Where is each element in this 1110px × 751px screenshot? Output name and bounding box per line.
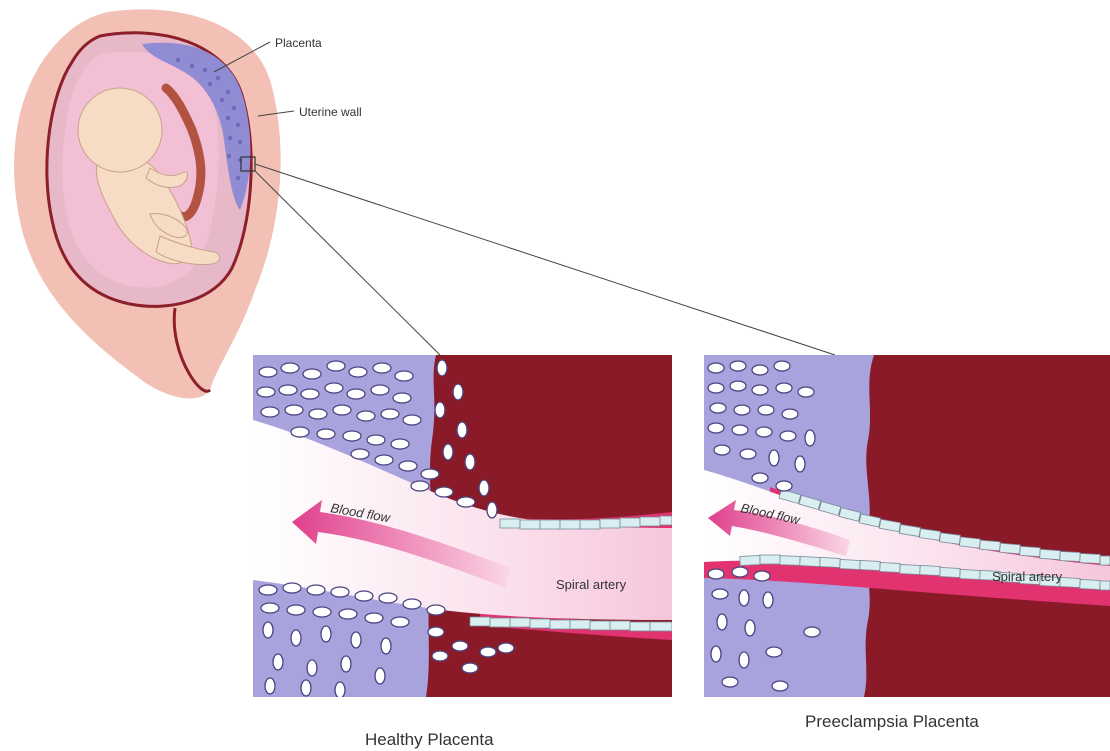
preeclampsia-spiral-artery-label: Spiral artery [992,569,1063,584]
uterine-wall-label: Uterine wall [299,105,362,119]
preeclampsia-caption: Preeclampsia Placenta [805,712,979,731]
healthy-panel: Blood flow Spiral artery [253,355,672,698]
healthy-spiral-artery-label: Spiral artery [556,577,627,592]
placenta-label: Placenta [275,36,322,50]
preeclampsia-panel: Blood flow Spiral artery [704,355,1110,697]
uterus-illustration [14,9,281,398]
fetus-head [78,88,162,172]
callout-lines [214,42,835,355]
healthy-caption: Healthy Placenta [365,730,494,749]
